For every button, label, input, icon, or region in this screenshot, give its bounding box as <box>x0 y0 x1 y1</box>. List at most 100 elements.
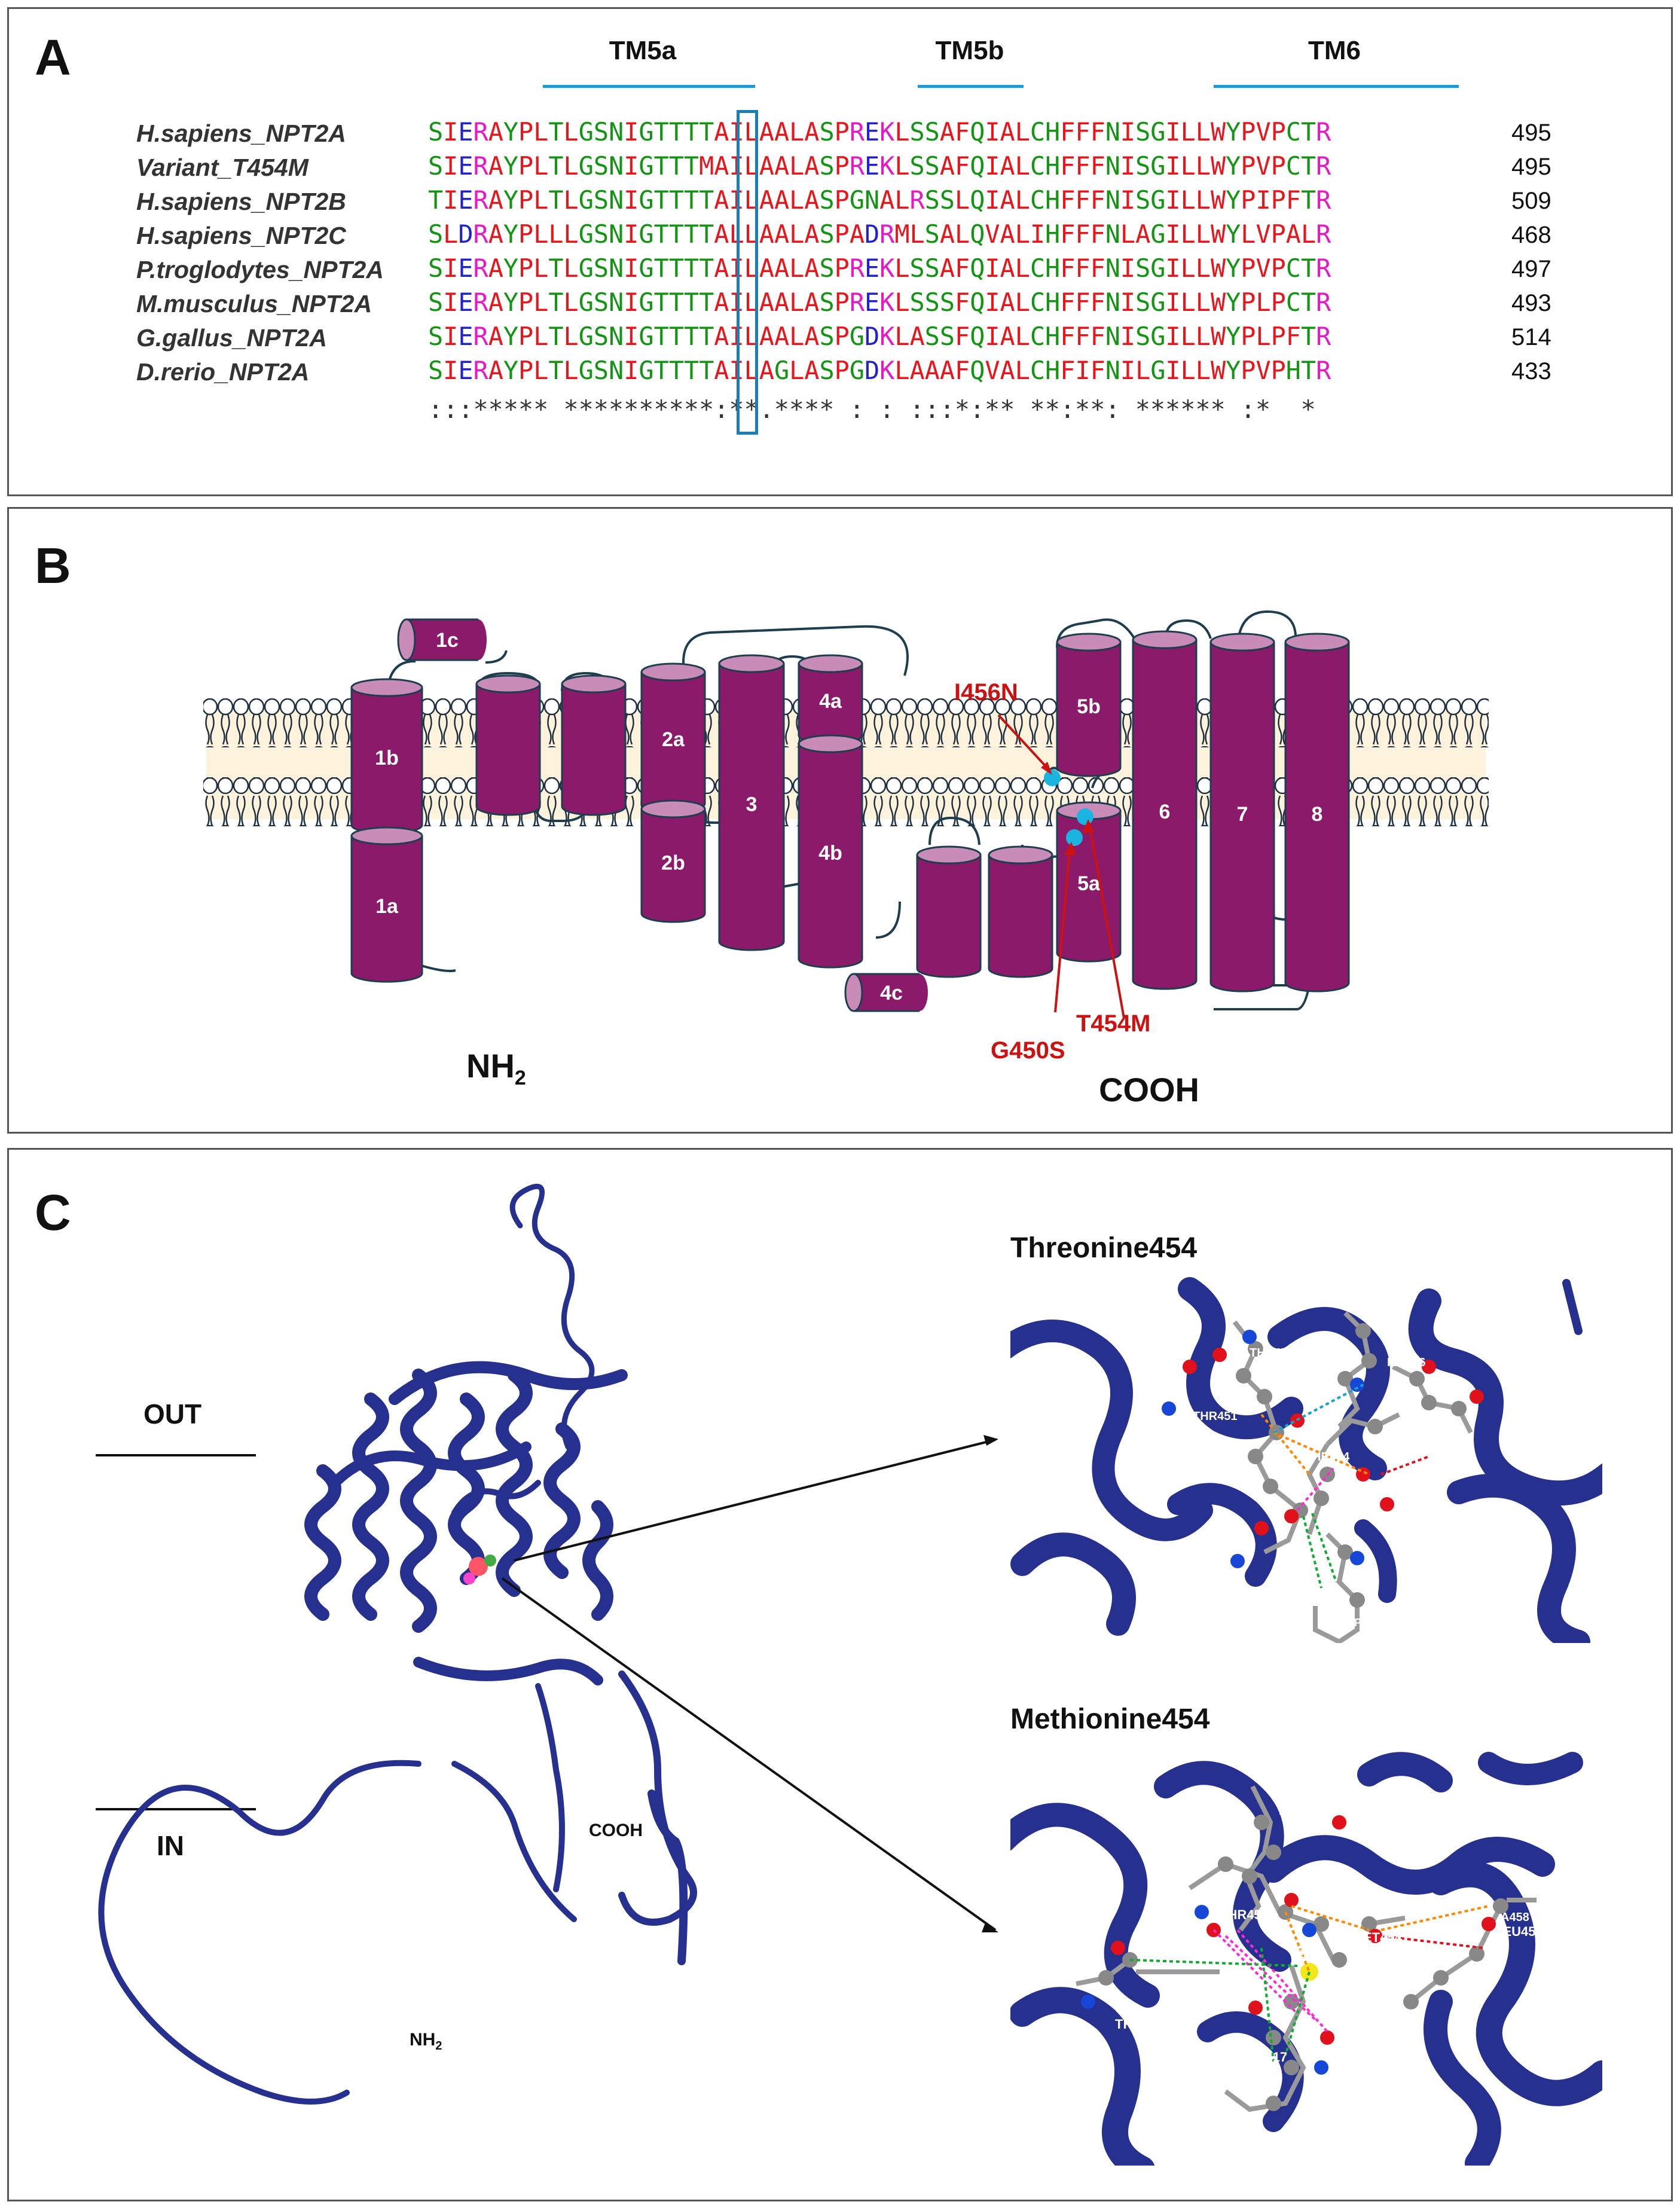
mut-marker-i456n <box>1044 769 1061 786</box>
seq-end-number: 468 <box>1511 222 1551 248</box>
svg-text:2b: 2b <box>661 852 685 875</box>
in-label: IN <box>157 1830 184 1861</box>
seq-end-number: 497 <box>1511 256 1551 282</box>
svg-text:1c: 1c <box>436 629 459 652</box>
inset2-res-ser: SER <box>1291 1948 1316 1961</box>
highlight-box <box>737 110 758 435</box>
seq-name: Variant_T454M <box>136 154 308 181</box>
inset1-res-leu457: LEU457 <box>1417 1443 1461 1456</box>
seq-end-number: 493 <box>1511 290 1551 316</box>
inset1-res-phe114: PHE114 <box>1354 1617 1394 1629</box>
seq-name: P.troglodytes_NPT2A <box>136 256 384 283</box>
seq-name: H.sapiens_NPT2A <box>136 120 346 147</box>
tm5a-line <box>543 85 755 88</box>
inset1-res-hr454: HR454 <box>1312 1450 1350 1464</box>
tm6-line <box>1214 85 1459 88</box>
inset1-res-gln417: GLN417 <box>1190 1547 1235 1560</box>
helix-3: 3 <box>718 654 785 951</box>
helix-2b: 2b <box>640 799 706 923</box>
seq-end-number: 433 <box>1511 358 1551 384</box>
inset1-threonine: THR452 ILE456 THR451 HR454 LEU457 A458 G… <box>1010 1277 1602 1643</box>
seq-residues: SIERAYPLTLGSNIGTTTMAILAALASPREKLSSAFQIAL… <box>428 151 1331 181</box>
helix-4b: 4b <box>798 734 863 969</box>
inset2-res-thr4: THR4 <box>1115 2017 1150 2032</box>
mut-marker-t454m <box>1077 808 1093 825</box>
inset2-title: Methionine454 <box>1010 1703 1210 1735</box>
seq-residues: SIERAYPLTLGSNIGTTTTAILAALASPREKLSSAFQIAL… <box>428 254 1331 283</box>
seq-name: G.gallus_NPT2A <box>136 324 327 352</box>
panel-b-label: B <box>35 538 71 594</box>
mutation-label-i456n: I456N <box>954 679 1018 706</box>
svg-text:5a: 5a <box>1077 872 1101 895</box>
helix <box>988 845 1053 978</box>
svg-text:7: 7 <box>1237 803 1248 826</box>
topology-diagram: 1c 1b 1a 2a 2b 3 4a 4b 4c 5b 5a 6 7 8 <box>203 610 1489 1019</box>
svg-text:1b: 1b <box>375 747 399 769</box>
seq-end-number: 509 <box>1511 188 1551 214</box>
svg-text:3: 3 <box>746 793 757 816</box>
svg-text:4c: 4c <box>880 982 903 1004</box>
inset2-res-ly450: LY450 <box>1157 1894 1195 1909</box>
svg-text:4b: 4b <box>818 842 842 865</box>
svg-text:8: 8 <box>1312 803 1323 826</box>
helix-4c: 4c <box>844 973 928 1012</box>
seq-residues: SIERAYPLTLGSNIGTTTTAILAALASPREKLSSSFQIAL… <box>428 288 1331 317</box>
seq-residues: SIERAYPLTLGSNIGTTTTAILAALASPREKLSSAFQIAL… <box>428 117 1331 146</box>
mutation-label-t454m: T454M <box>1076 1010 1151 1037</box>
seq-end-number: 495 <box>1511 120 1551 146</box>
out-label: OUT <box>143 1398 202 1430</box>
helix-1c: 1c <box>397 618 487 661</box>
panel-a <box>7 7 1673 496</box>
inset2-res-leu457: LEU457 <box>1495 1924 1543 1939</box>
seq-residues: SIERAYPLTLGSNIGTTTTAILAGLASPGDKLAAAFQVAL… <box>428 356 1331 385</box>
inset1-res-thr451: THR451 <box>1193 1410 1238 1423</box>
seq-name: H.sapiens_NPT2C <box>136 222 346 249</box>
svg-text:6: 6 <box>1159 801 1171 823</box>
seq-name: H.sapiens_NPT2B <box>136 188 346 215</box>
seq-residues: SIERAYPLTLGSNIGTTTTAILAALASPGDKLASSFQIAL… <box>428 322 1331 351</box>
helix-1a: 1a <box>350 826 423 983</box>
cooh-label: COOH <box>589 1821 643 1840</box>
inset2-res-gln417: GLN417 <box>1238 2050 1288 2065</box>
svg-text:4a: 4a <box>819 690 842 713</box>
helix-5b: 5b <box>1056 633 1122 777</box>
inset2-res-thr451: THR451 <box>1220 1907 1269 1922</box>
panel-a-label: A <box>35 29 71 85</box>
tm-header-tm6: TM6 <box>1308 36 1361 65</box>
helix <box>475 674 541 816</box>
seq-end-number: 514 <box>1511 324 1551 350</box>
nh2-label: NH2 <box>410 2030 442 2053</box>
tm5b-line <box>918 85 1024 88</box>
inset1-res-thr452: THR452 <box>1250 1346 1294 1360</box>
protein-structure <box>98 1183 998 2105</box>
svg-text:1a: 1a <box>375 895 399 918</box>
inset1-title: Threonine454 <box>1010 1232 1198 1264</box>
seq-residues: TIERAYPLTLGSNIGTTTTAILAALASPGNALRSSLQIAL… <box>428 185 1331 215</box>
helix <box>916 845 982 978</box>
seq-residues: SLDRAYPLLLGSNIGTTTTALLAALASPADRMLSALQVAL… <box>428 219 1331 249</box>
helix-2a: 2a <box>640 662 706 813</box>
mutation-label-g450s: G450S <box>991 1037 1065 1064</box>
c-terminus-label: COOH <box>1099 1071 1199 1108</box>
seq-name: M.musculus_NPT2A <box>136 290 372 317</box>
inset2-res-a458: A458 <box>1501 1911 1529 1924</box>
inset2-methionine: THR452 LY450 THR451 SER ET454 A458 LEU45… <box>1010 1751 1602 2166</box>
helix-7: 7 <box>1209 633 1275 992</box>
consensus-line: :::***** **********:**.**** : : :::*:** … <box>428 395 1316 424</box>
inset1-res-ile456: ILE456 <box>1387 1356 1426 1369</box>
mut-marker-g450s <box>1066 829 1083 846</box>
helix-1b: 1b <box>350 678 423 835</box>
panel-c-label: C <box>35 1184 71 1241</box>
svg-text:2a: 2a <box>662 728 685 751</box>
out-line <box>96 1454 256 1456</box>
inset2-res-thr452: THR452 <box>1279 1810 1328 1825</box>
helix-8: 8 <box>1284 633 1350 992</box>
svg-text:5b: 5b <box>1077 695 1101 718</box>
helix <box>561 674 627 816</box>
inset1-res-a458: A458 <box>1442 1458 1468 1470</box>
inset2-res-et454: ET454 <box>1363 1930 1402 1945</box>
in-line <box>96 1808 256 1810</box>
seq-name: D.rerio_NPT2A <box>136 358 310 386</box>
n-terminus-label: NH2 <box>466 1047 526 1090</box>
helix-4a: 4a <box>798 654 863 745</box>
